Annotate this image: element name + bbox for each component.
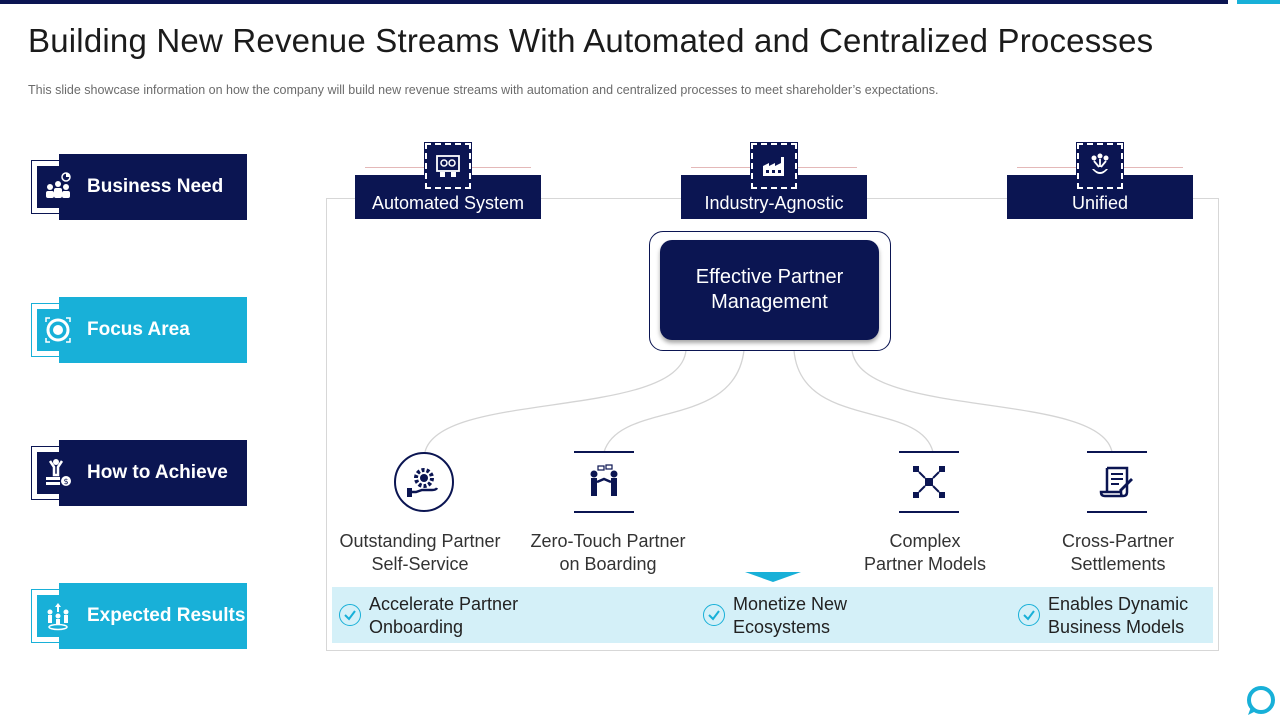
side-label-bar [59,583,247,649]
node-label-outstanding-partner: Outstanding Partner Self-Service [330,530,510,576]
node-label-line: Self-Service [371,554,469,574]
result-line: Accelerate Partner [369,594,519,614]
growth-people-icon [37,595,79,637]
check-circle-icon [703,604,725,626]
results-pointer [745,572,801,582]
handshake-people-icon [574,451,634,513]
side-label-bar [59,154,247,220]
node-label-line: Outstanding Partner [339,531,501,551]
top-accent-bar-cyan [1237,0,1280,4]
column-header-unified: Unified [1007,167,1193,219]
gear-hand-icon [394,452,454,512]
result-line: Enables Dynamic [1048,594,1189,614]
side-label-expected-results: Expected Results [31,583,247,649]
check-circle-icon [339,604,361,626]
automation-screens-icon [424,142,472,190]
side-label-bar [59,440,247,506]
result-line: Ecosystems [733,617,831,637]
side-label-text: Focus Area [87,319,190,340]
node-label-line: Partner Models [863,554,987,574]
side-label-text: Expected Results [87,605,246,626]
target-icon [37,309,79,351]
result-text: Enables Dynamic Business Models [1048,593,1188,639]
node-label-complex-partner: Complex Partner Models [835,530,1015,576]
unified-hand-icon [1076,142,1124,190]
people-chart-icon [37,166,79,208]
result-line: Monetize New [733,594,848,614]
top-accent-bar [0,0,1228,4]
side-label-bar [59,297,247,363]
side-label-text: How to Achieve [87,462,228,483]
check-circle-icon [1018,604,1040,626]
achievement-money-icon: $ [37,452,79,494]
node-label-zero-touch: Zero-Touch Partner on Boarding [518,530,698,576]
node-label-line: Complex [889,531,961,551]
result-line: Business Models [1048,617,1185,637]
node-label-line: on Boarding [559,554,657,574]
network-nodes-icon [899,451,959,513]
side-label-business-need: Business Need [31,154,247,220]
node-label-line: Zero-Touch Partner [530,531,686,551]
side-label-text: Business Need [87,176,224,197]
center-node: Effective Partner Management [660,240,879,340]
node-label-line: Cross-Partner [1061,531,1175,551]
slide-subtitle: This slide showcase information on how t… [28,83,939,97]
node-label-line: Settlements [1070,554,1166,574]
svg-text:$: $ [63,477,68,486]
slide-title: Building New Revenue Streams With Automa… [28,22,1154,59]
side-label-focus-area: Focus Area [31,297,247,363]
brand-logo-icon [1245,685,1277,717]
column-header-label: Unified [1071,193,1129,213]
result-line: Onboarding [369,617,464,637]
factory-icon [750,142,798,190]
node-label-cross-partner: Cross-Partner Settlements [1028,530,1208,576]
side-label-how-to-achieve: $ How to Achieve [31,440,247,506]
results-band: Accelerate Partner Onboarding Monetize N… [332,587,1213,643]
column-header-label: Industry-Agnostic [704,193,844,213]
result-text: Accelerate Partner Onboarding [369,593,518,639]
document-scroll-icon [1087,451,1147,513]
column-header-label: Automated System [371,193,525,213]
center-node-label: Effective Partner Management [695,266,844,313]
result-text: Monetize New Ecosystems [733,593,847,639]
